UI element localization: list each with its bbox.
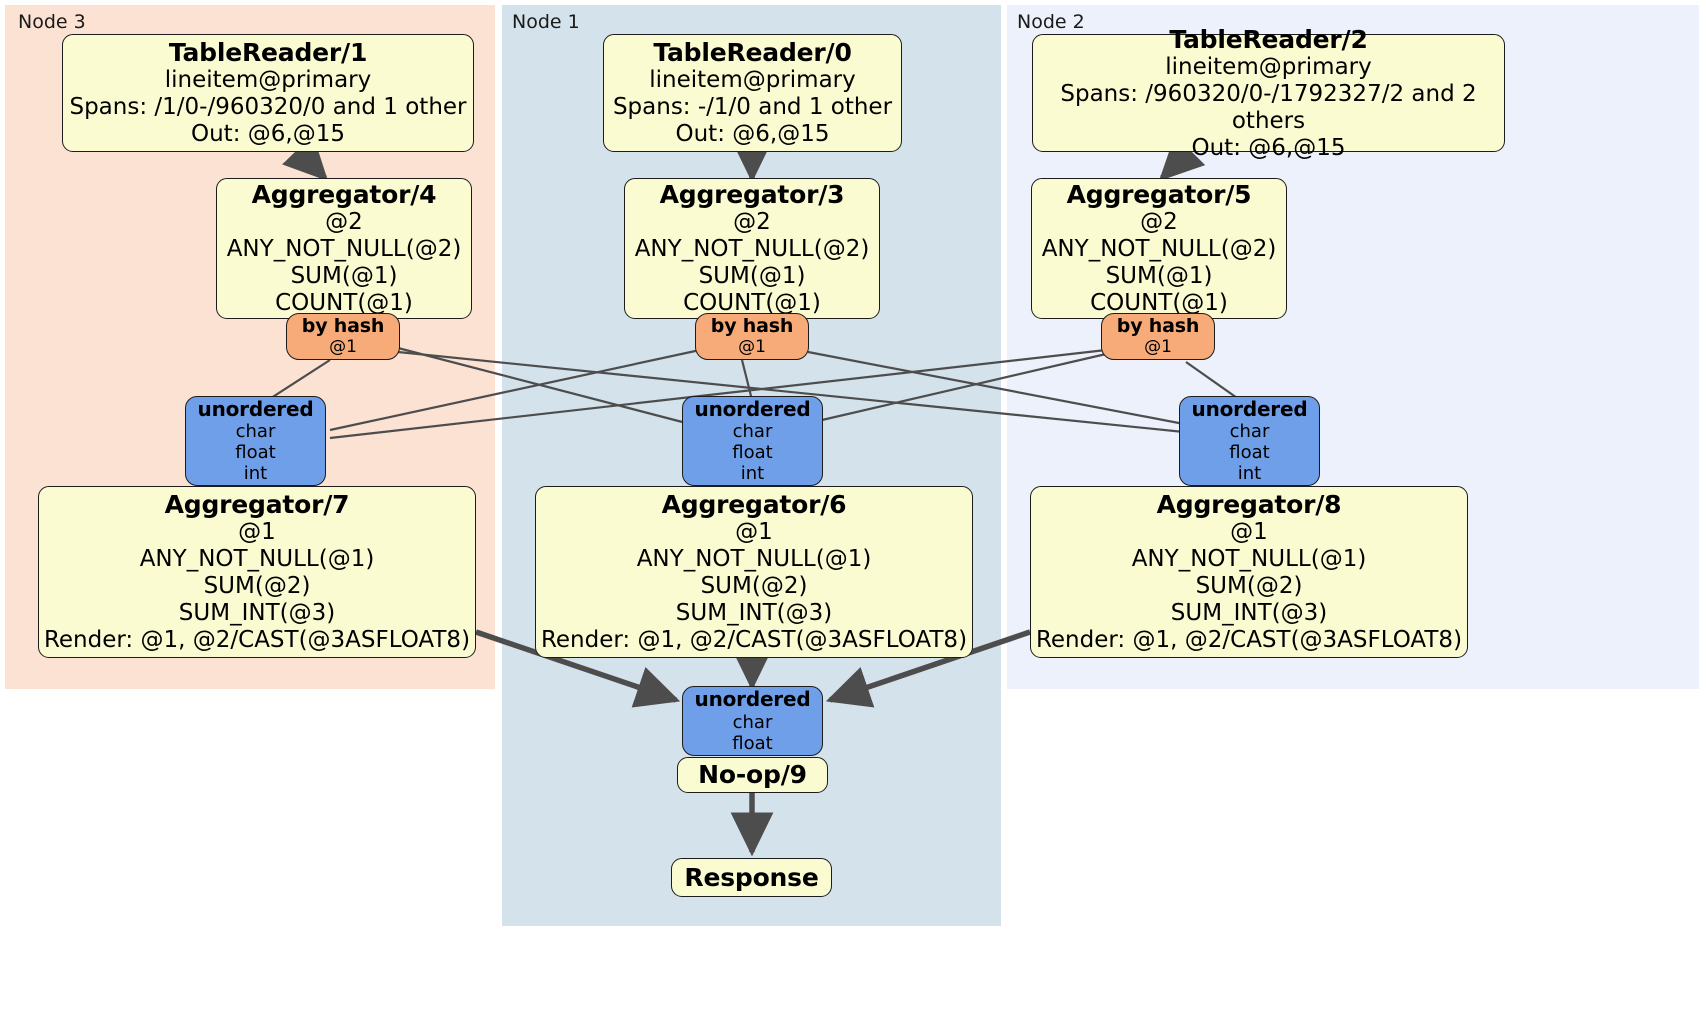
node-line: Out: @6,@15 xyxy=(1191,134,1346,161)
node-aggregator-8[interactable]: Aggregator/8 @1 ANY_NOT_NULL(@1) SUM(@2)… xyxy=(1030,486,1468,658)
node-line: SUM(@1) xyxy=(698,263,806,290)
node-response[interactable]: Response xyxy=(671,858,832,897)
node-line: SUM(@2) xyxy=(203,573,311,600)
node-title: unordered xyxy=(694,687,811,712)
node-line: int xyxy=(740,463,765,485)
region-label-node3: Node 3 xyxy=(18,11,86,33)
node-aggregator-3[interactable]: Aggregator/3 @2 ANY_NOT_NULL(@2) SUM(@1)… xyxy=(624,178,880,319)
node-title: unordered xyxy=(1191,396,1308,421)
node-line: Spans: /960320/0-/1792327/2 and 2 others xyxy=(1060,80,1477,134)
node-line: char xyxy=(732,421,773,443)
node-line: @2 xyxy=(325,209,363,236)
node-tablereader-0[interactable]: TableReader/0 lineitem@primary Spans: -/… xyxy=(603,34,902,152)
node-line: int xyxy=(1237,463,1262,485)
node-title: Aggregator/3 xyxy=(659,180,845,210)
node-unordered-final[interactable]: unordered char float xyxy=(682,686,823,756)
node-line: char xyxy=(1229,421,1270,443)
node-title: Aggregator/6 xyxy=(661,490,847,520)
node-line: SUM(@2) xyxy=(700,573,808,600)
node-line: lineitem@primary xyxy=(164,67,372,94)
node-by-hash-mid[interactable]: by hash @1 xyxy=(695,313,809,360)
node-aggregator-4[interactable]: Aggregator/4 @2 ANY_NOT_NULL(@2) SUM(@1)… xyxy=(216,178,472,319)
node-line: @1 xyxy=(738,336,766,357)
node-line: SUM(@1) xyxy=(290,263,398,290)
node-tablereader-2[interactable]: TableReader/2 lineitem@primary Spans: /9… xyxy=(1032,25,1505,161)
node-line: lineitem@primary xyxy=(1165,53,1372,80)
node-title: unordered xyxy=(694,396,811,421)
node-line: SUM_INT(@3) xyxy=(675,600,833,627)
node-line: ANY_NOT_NULL(@1) xyxy=(636,546,872,573)
node-line: Render: @1, @2/CAST(@3ASFLOAT8) xyxy=(540,626,968,653)
node-line: ANY_NOT_NULL(@2) xyxy=(634,236,870,263)
node-line: int xyxy=(243,463,268,485)
region-label-node2: Node 2 xyxy=(1017,11,1085,33)
node-line: SUM(@2) xyxy=(1195,573,1303,600)
node-line: ANY_NOT_NULL(@1) xyxy=(1131,546,1367,573)
node-line: SUM(@1) xyxy=(1105,263,1213,290)
node-line: SUM_INT(@3) xyxy=(178,600,336,627)
node-by-hash-right[interactable]: by hash @1 xyxy=(1101,313,1215,360)
node-line: float xyxy=(732,442,773,464)
node-line: COUNT(@1) xyxy=(275,290,413,317)
node-line: Out: @6,@15 xyxy=(675,121,830,148)
node-line: lineitem@primary xyxy=(649,67,856,94)
node-aggregator-6[interactable]: Aggregator/6 @1 ANY_NOT_NULL(@1) SUM(@2)… xyxy=(535,486,973,658)
node-aggregator-5[interactable]: Aggregator/5 @2 ANY_NOT_NULL(@2) SUM(@1)… xyxy=(1031,178,1287,319)
node-line: @1 xyxy=(735,519,773,546)
node-line: COUNT(@1) xyxy=(1090,290,1228,317)
node-line: @1 xyxy=(1230,519,1268,546)
node-line: @1 xyxy=(329,336,357,357)
node-title: Aggregator/5 xyxy=(1066,180,1252,210)
node-unordered-right[interactable]: unordered char float int xyxy=(1179,396,1320,486)
node-title: by hash xyxy=(301,315,385,338)
node-title: by hash xyxy=(710,315,794,338)
node-title: No-op/9 xyxy=(698,760,807,790)
node-line: char xyxy=(732,711,773,733)
node-line: ANY_NOT_NULL(@2) xyxy=(226,236,462,263)
node-line: Render: @1, @2/CAST(@3ASFLOAT8) xyxy=(1035,626,1463,653)
node-line: @2 xyxy=(1140,209,1178,236)
node-line: Spans: -/1/0 and 1 other xyxy=(612,94,893,121)
node-line: Render: @1, @2/CAST(@3ASFLOAT8) xyxy=(43,626,471,653)
node-line: @2 xyxy=(733,209,771,236)
node-title: unordered xyxy=(197,396,314,421)
node-title: Aggregator/4 xyxy=(251,180,437,210)
node-line: char xyxy=(235,421,276,443)
node-title: TableReader/0 xyxy=(653,38,852,68)
node-line: ANY_NOT_NULL(@1) xyxy=(139,546,375,573)
node-line: float xyxy=(732,732,773,754)
region-label-node1: Node 1 xyxy=(512,11,580,33)
node-line: ANY_NOT_NULL(@2) xyxy=(1041,236,1277,263)
node-title: Aggregator/8 xyxy=(1156,490,1342,520)
node-title: by hash xyxy=(1116,315,1200,338)
node-line: float xyxy=(1229,442,1270,464)
node-tablereader-1[interactable]: TableReader/1 lineitem@primary Spans: /1… xyxy=(62,34,474,152)
node-line: Out: @6,@15 xyxy=(191,121,345,148)
node-line: COUNT(@1) xyxy=(683,290,821,317)
node-line: @1 xyxy=(238,519,276,546)
node-line: float xyxy=(235,442,276,464)
node-line: SUM_INT(@3) xyxy=(1170,600,1328,627)
node-unordered-left[interactable]: unordered char float int xyxy=(185,396,326,486)
node-aggregator-7[interactable]: Aggregator/7 @1 ANY_NOT_NULL(@1) SUM(@2)… xyxy=(38,486,476,658)
node-line: @1 xyxy=(1144,336,1172,357)
node-title: TableReader/2 xyxy=(1169,24,1368,54)
node-no-op-9[interactable]: No-op/9 xyxy=(677,757,828,793)
node-unordered-mid[interactable]: unordered char float int xyxy=(682,396,823,486)
node-title: TableReader/1 xyxy=(168,38,368,68)
node-title: Aggregator/7 xyxy=(164,490,350,520)
node-line: Spans: /1/0-/960320/0 and 1 other xyxy=(69,94,467,121)
node-by-hash-left[interactable]: by hash @1 xyxy=(286,313,400,360)
node-title: Response xyxy=(684,862,819,892)
